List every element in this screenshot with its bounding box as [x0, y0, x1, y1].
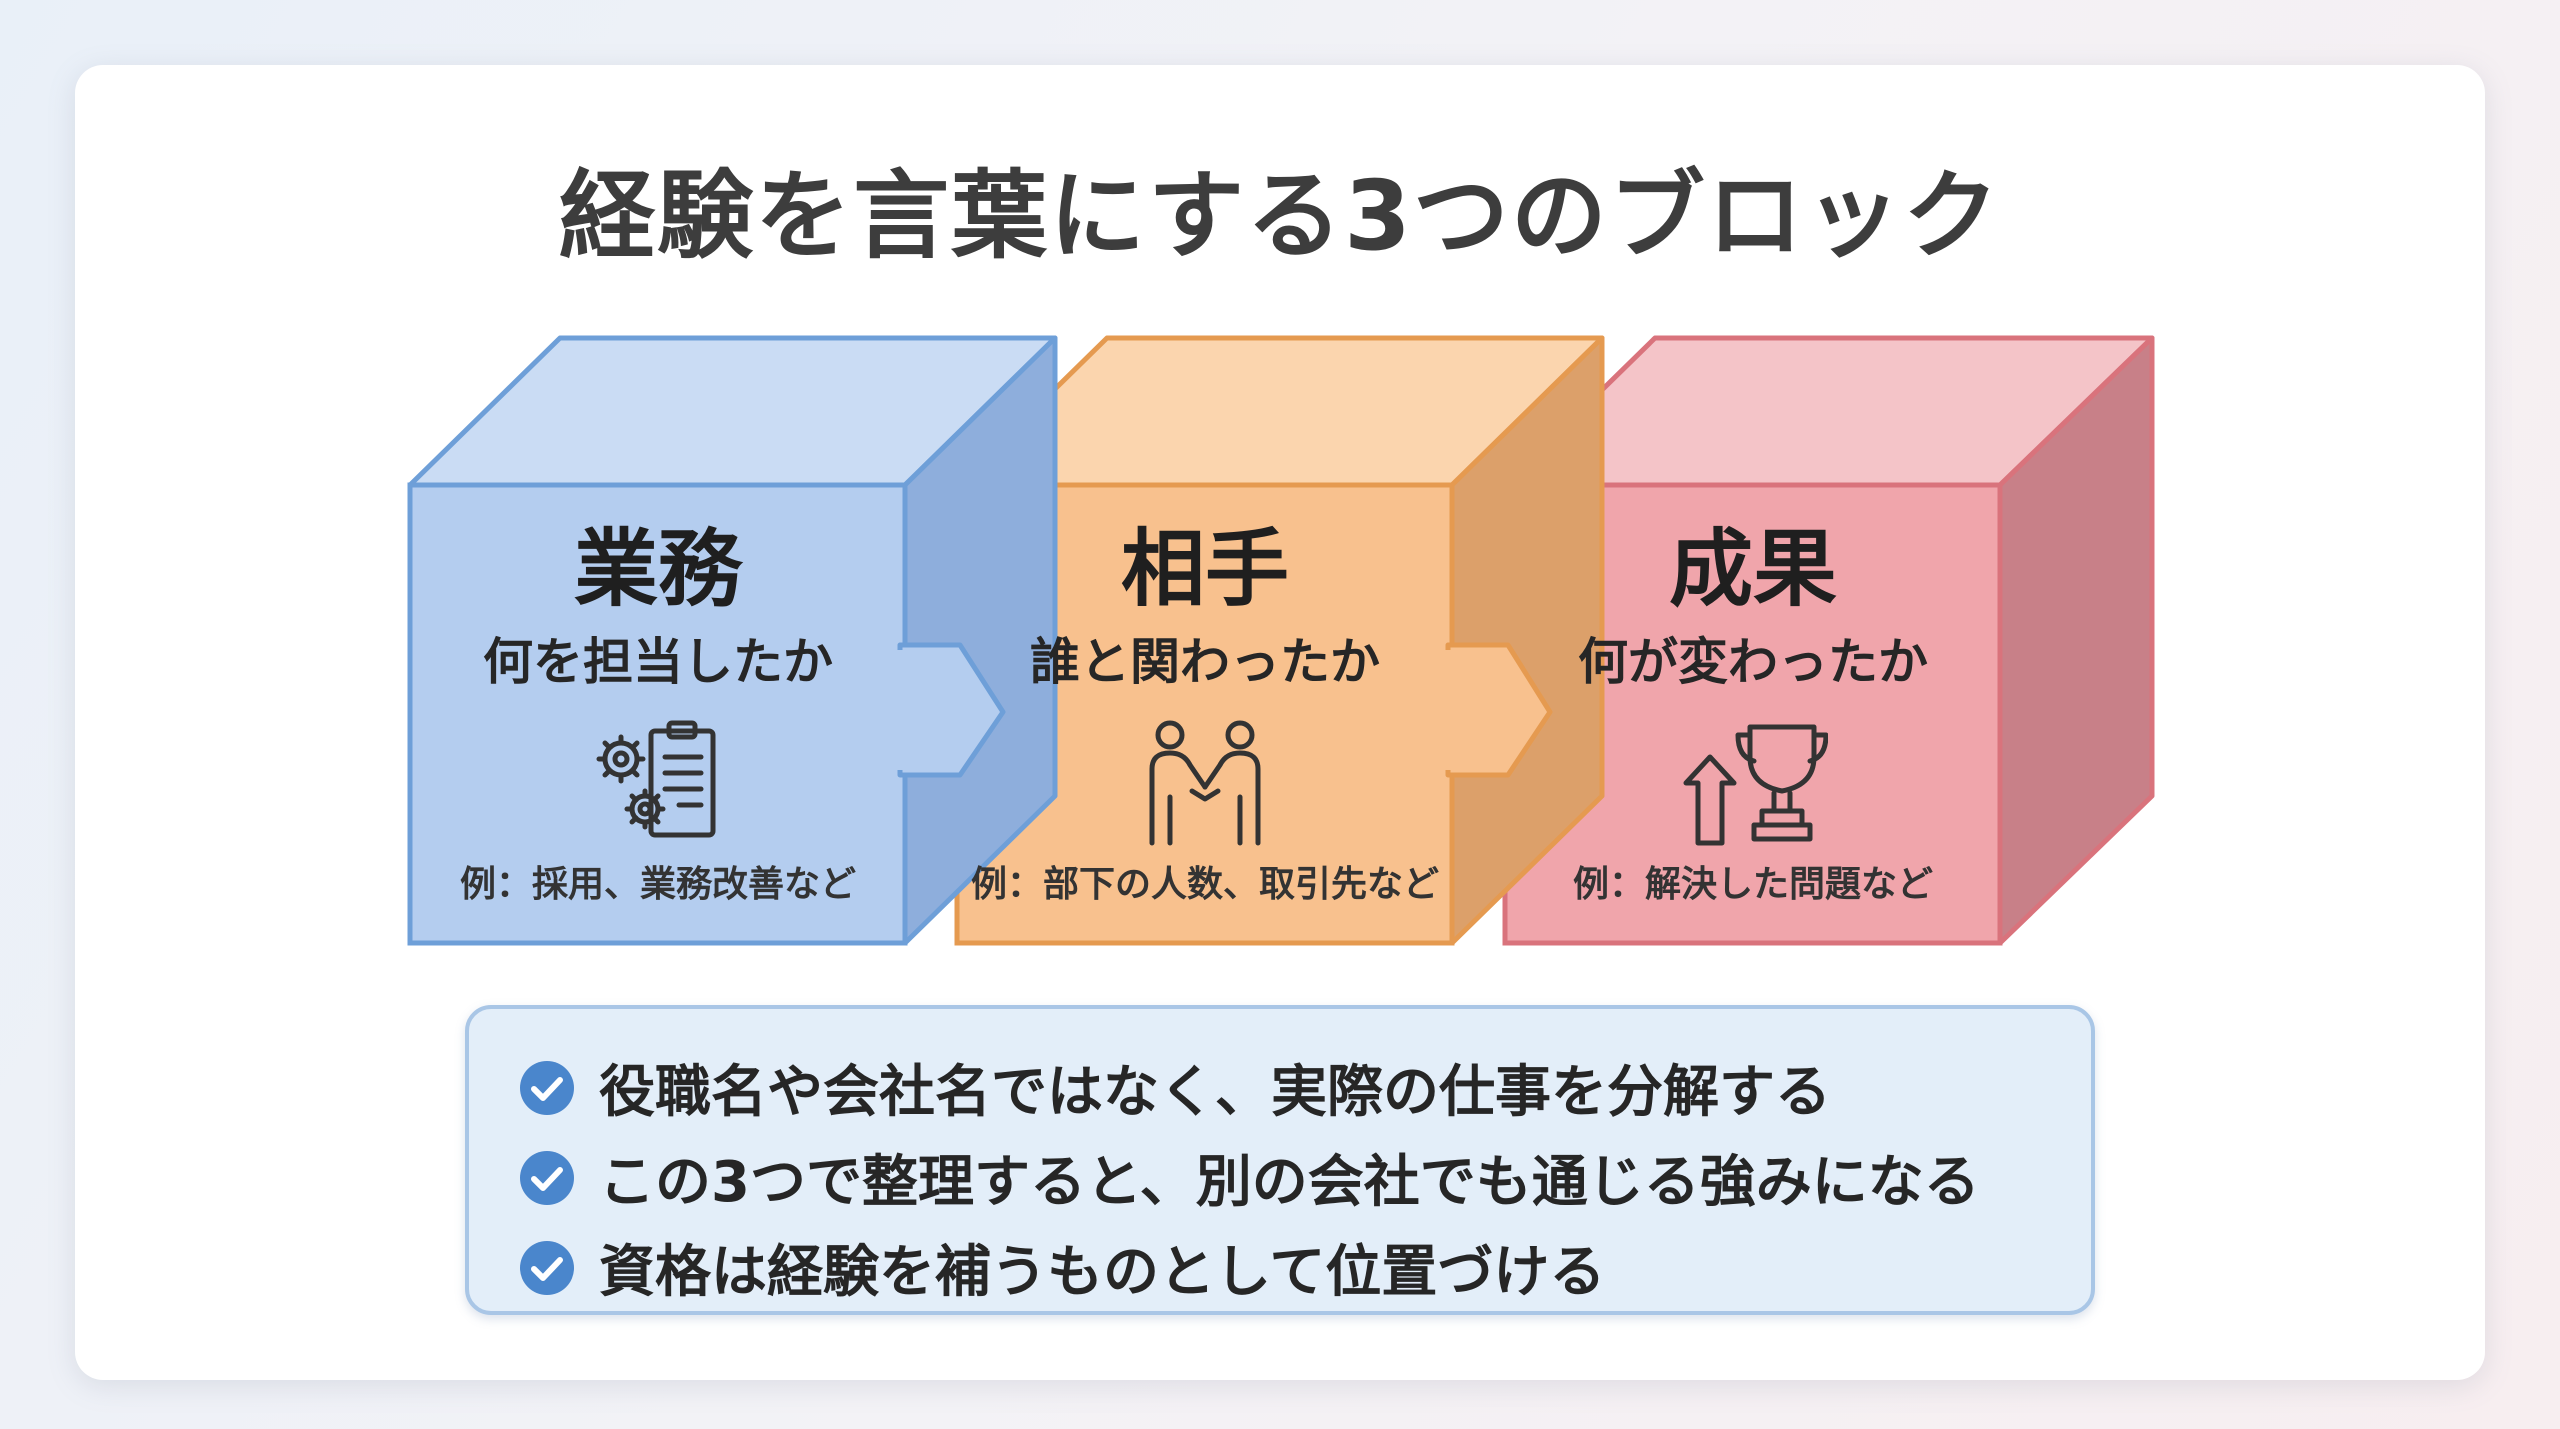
block-result-example: 例：解決した問題など — [1572, 864, 1933, 905]
block-partner-example: 例：部下の人数、取引先など — [970, 864, 1439, 905]
block-work-3d — [407, 335, 1058, 946]
summary-bullet: この3つで整理すると、別の会社でも通じる強みになる — [519, 1137, 1980, 1218]
check-circle-icon — [520, 1240, 574, 1295]
block-partner-subtitle: 誰と関わったか — [1030, 633, 1380, 691]
summary-bullet: 役職名や会社名ではなく、実際の仕事を分解する — [519, 1047, 1831, 1128]
trophy-arrow-icon — [1683, 724, 1828, 846]
block-result-3d — [1502, 335, 2155, 946]
summary-panel: 役職名や会社名ではなく、実際の仕事を分解する この3つで整理すると、別の会社でも… — [465, 1005, 2095, 1315]
block-partner: 相手 誰と関わったか 例：部下の人数、取引先など — [957, 485, 1453, 945]
handshake-icon — [1149, 720, 1261, 846]
block-work-heading: 業務 — [573, 520, 742, 618]
block-result: 成果 何が変わったか 例：解決した問題など — [1505, 485, 2001, 945]
summary-bullet-text: 役職名や会社名ではなく、実際の仕事を分解する — [599, 1060, 1831, 1125]
block-result-subtitle: 何が変わったか — [1578, 633, 1928, 691]
summary-bullet-text: 資格は経験を補うものとして位置づける — [599, 1240, 1606, 1305]
gears-clipboard-icon — [596, 720, 716, 838]
block-result-heading: 成果 — [1668, 520, 1837, 618]
block-partner-heading: 相手 — [1120, 520, 1289, 618]
summary-bullet-text: この3つで整理すると、別の会社でも通じる強みになる — [599, 1150, 1980, 1215]
check-circle-icon — [520, 1150, 574, 1205]
block-work-subtitle: 何を担当したか — [483, 633, 833, 691]
block-work: 業務 何を担当したか 例：採用、業務改善など — [410, 485, 906, 945]
slide-title: 経験を言葉にする3つのブロック — [559, 160, 2001, 272]
block-work-example: 例：採用、業務改善など — [459, 864, 856, 905]
check-circle-icon — [520, 1060, 574, 1115]
summary-bullet: 資格は経験を補うものとして位置づける — [519, 1227, 1605, 1308]
